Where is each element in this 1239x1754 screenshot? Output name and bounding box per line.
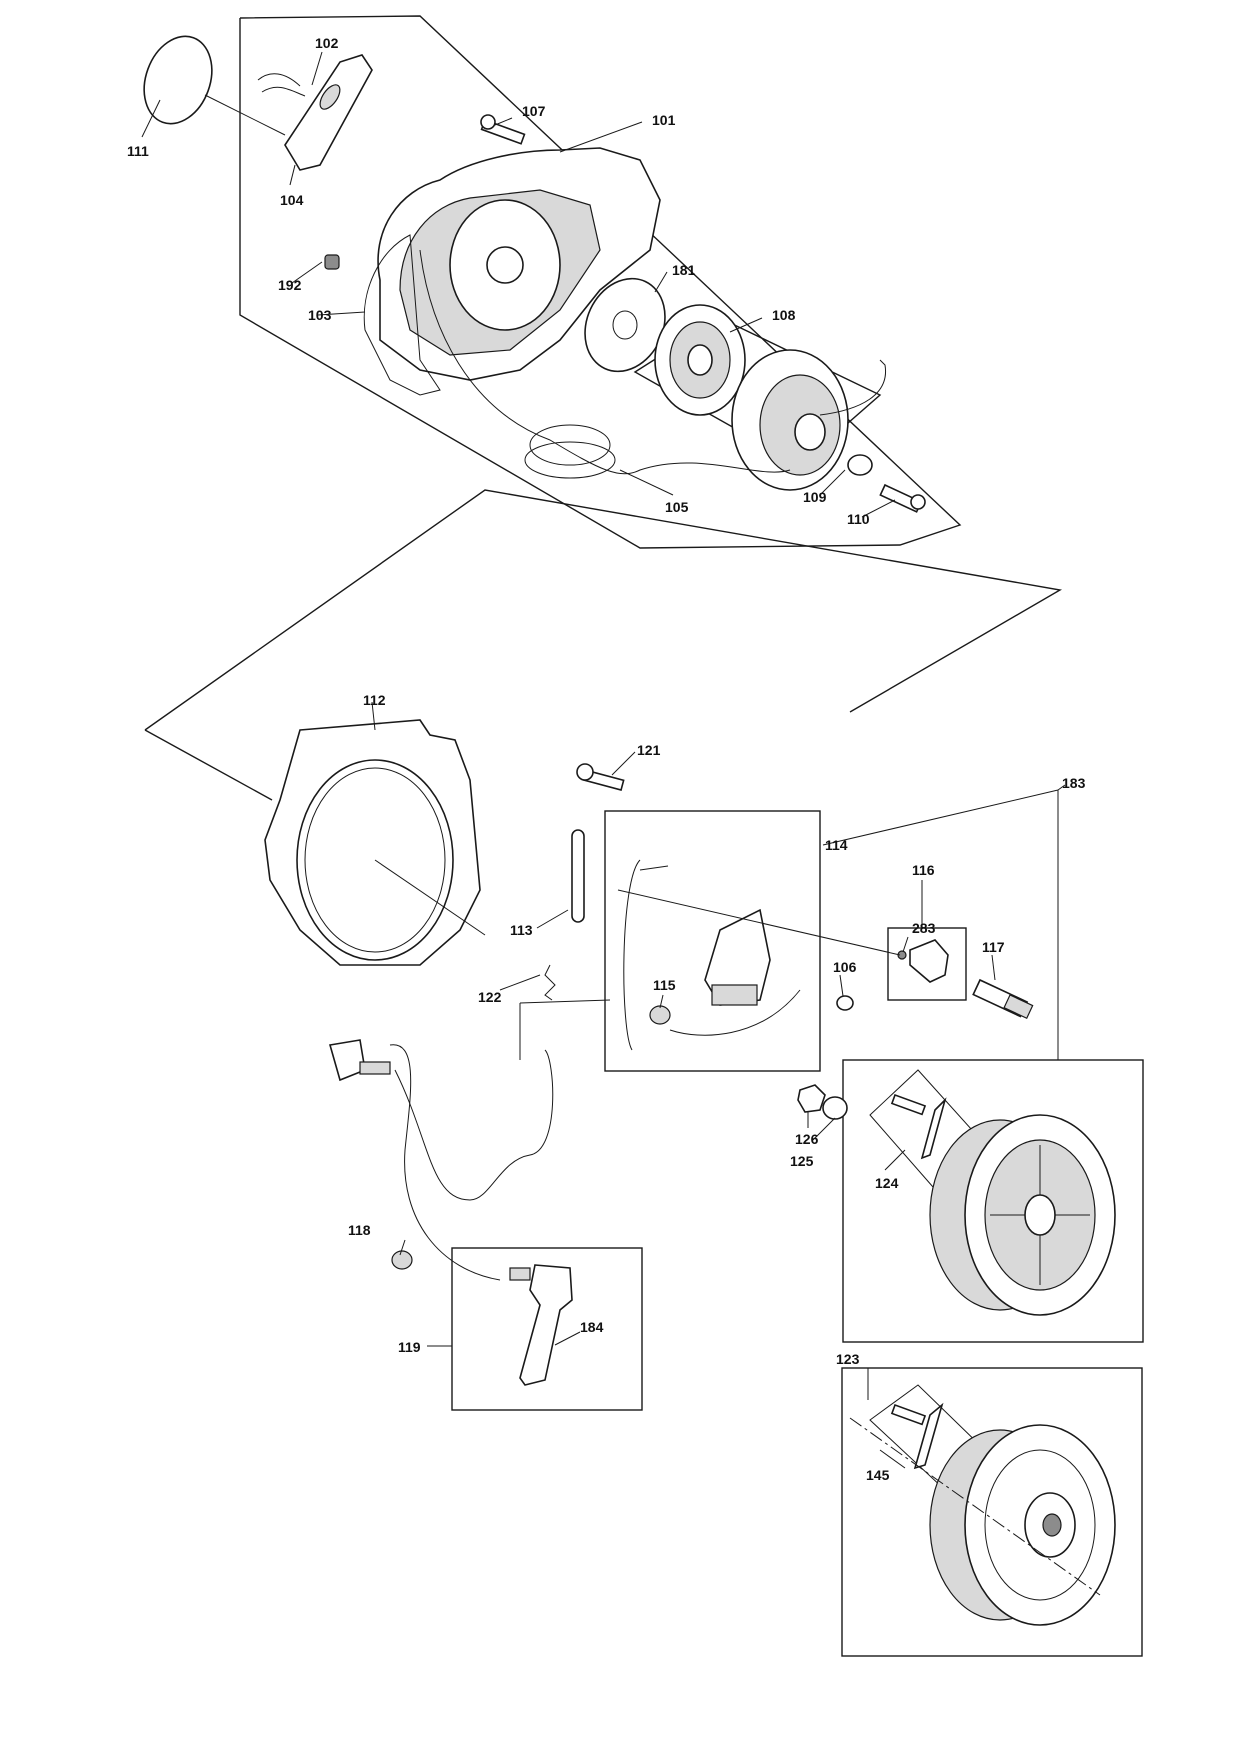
pin-113 <box>571 829 585 923</box>
callout-181: 181 <box>672 262 696 278</box>
box-123-frame <box>841 1367 1143 1657</box>
callout-283: 283 <box>912 920 936 936</box>
callout-192: 192 <box>278 277 302 293</box>
callout-112: 112 <box>363 692 386 708</box>
rope-loop-102 <box>257 73 306 97</box>
callout-124: 124 <box>875 1175 899 1191</box>
callout-115: 115 <box>653 977 676 993</box>
callout-118: 118 <box>348 1222 371 1238</box>
callout-113: 113 <box>510 922 533 938</box>
callout-121: 121 <box>637 742 661 758</box>
callout-109: 109 <box>803 489 827 505</box>
fan-housing-112 <box>264 719 481 966</box>
callout-104: 104 <box>280 192 304 208</box>
rope-pulley <box>731 349 849 491</box>
screw-107 <box>480 114 526 145</box>
stop-contact-184 <box>509 1264 573 1386</box>
flywheel-183 <box>929 1114 1116 1316</box>
o-ring-111 <box>143 35 213 125</box>
spring-clip-122 <box>544 964 556 1001</box>
grommet-115 <box>649 1005 671 1025</box>
callout-labels: 111 102 104 192 103 107 101 181 108 105 … <box>127 35 1086 1483</box>
spark-plug-cap-116 <box>909 939 949 983</box>
flywheel-123 <box>929 1424 1116 1626</box>
starter-handle-104 <box>284 54 373 171</box>
callout-123: 123 <box>836 1351 860 1367</box>
screw-192 <box>324 254 340 270</box>
box-116-frame <box>887 927 967 1001</box>
nut-126 <box>797 1084 826 1113</box>
callout-119: 119 <box>398 1339 421 1355</box>
callout-183: 183 <box>1062 775 1086 791</box>
spark-plug-117 <box>972 978 1034 1020</box>
callout-125: 125 <box>790 1153 814 1169</box>
callout-105: 105 <box>665 499 689 515</box>
callout-107: 107 <box>522 103 546 119</box>
ignition-coil-114 <box>623 859 801 1051</box>
callout-102: 102 <box>315 35 339 51</box>
callout-117: 117 <box>982 939 1005 955</box>
callout-114: 114 <box>825 837 848 853</box>
washer-106 <box>836 995 854 1011</box>
callout-184: 184 <box>580 1319 604 1335</box>
callout-101: 101 <box>652 112 676 128</box>
washer-109 <box>847 454 873 476</box>
callout-145: 145 <box>866 1467 890 1483</box>
grommet-118 <box>391 1250 413 1270</box>
housing-frame-103 <box>363 234 441 396</box>
starter-group-frame <box>239 15 962 549</box>
box-183-frame <box>842 1059 1144 1343</box>
screw-121 <box>576 763 625 791</box>
washer-125 <box>822 1096 848 1120</box>
spring-cassette-108 <box>654 304 746 416</box>
starter-housing-101 <box>377 147 661 381</box>
leader-lines <box>141 51 1101 1596</box>
callout-106: 106 <box>833 959 857 975</box>
callout-103: 103 <box>308 307 332 323</box>
callout-110: 110 <box>847 511 870 527</box>
callout-122: 122 <box>478 989 502 1005</box>
callout-108: 108 <box>772 307 796 323</box>
callout-126: 126 <box>795 1131 819 1147</box>
callout-116: 116 <box>912 862 935 878</box>
box-119-frame <box>451 1247 643 1411</box>
stop-switch-wiring <box>328 1039 554 1281</box>
callout-111: 111 <box>127 143 149 159</box>
box-114-frame <box>604 810 821 1072</box>
starter-rope-105 <box>419 249 887 479</box>
connector-frame <box>144 489 1063 801</box>
screw-110 <box>879 483 926 513</box>
